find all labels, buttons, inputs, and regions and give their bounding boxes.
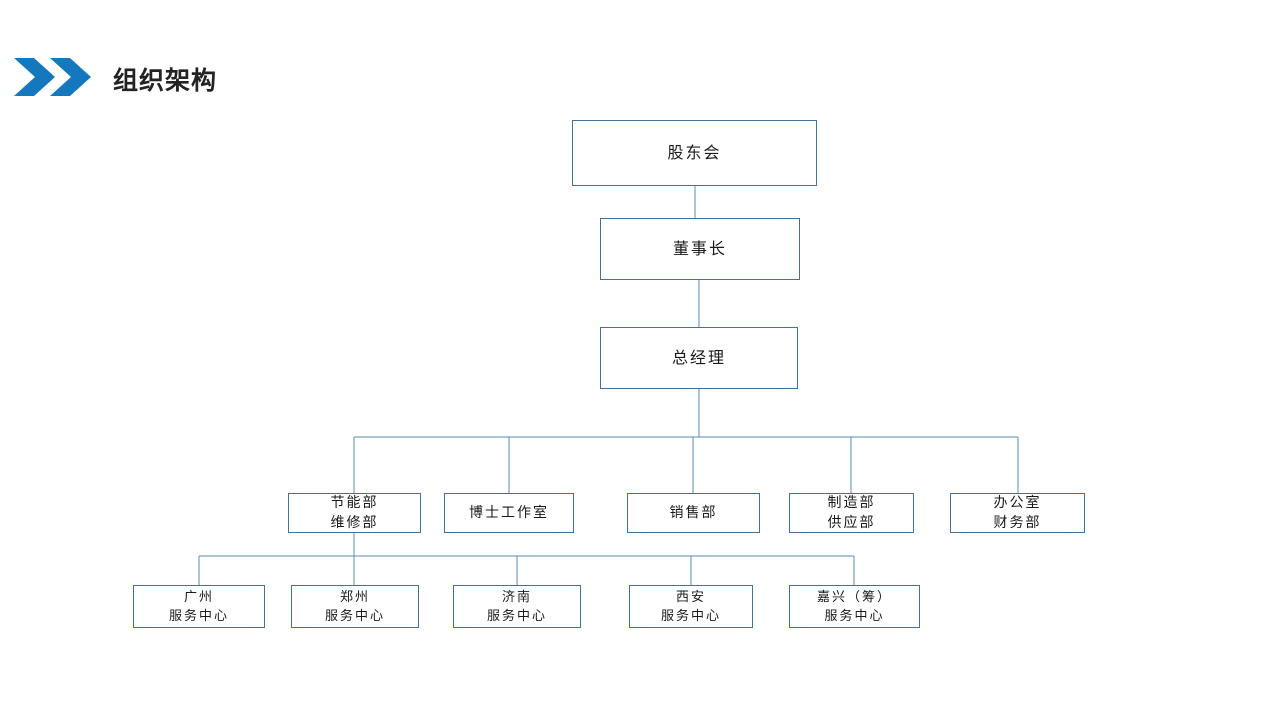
- org-node-line: 董事长: [672, 239, 727, 258]
- org-node-service-center[interactable]: 广州 服务中心: [133, 585, 265, 628]
- org-node-line: 股东会: [667, 143, 722, 162]
- org-node-line: 广州: [183, 589, 214, 605]
- org-node-department[interactable]: 博士工作室: [444, 493, 574, 533]
- page-title: 组织架构: [113, 66, 218, 95]
- org-node-line: 制造部: [827, 495, 876, 511]
- org-node-shareholders[interactable]: 股东会: [572, 120, 817, 186]
- org-node-line: 维修部: [330, 515, 379, 531]
- org-node-service-center[interactable]: 西安 服务中心: [629, 585, 753, 628]
- org-node-line: 办公室: [993, 495, 1042, 511]
- org-node-line: 总经理: [671, 348, 726, 367]
- org-node-line: 服务中心: [486, 608, 547, 624]
- org-node-line: 销售部: [669, 505, 718, 521]
- org-node-line: 服务中心: [824, 608, 885, 624]
- org-node-line: 服务中心: [324, 608, 385, 624]
- org-node-line: 服务中心: [168, 608, 229, 624]
- org-node-line: 郑州: [339, 589, 370, 605]
- org-node-line: 节能部: [330, 495, 379, 511]
- org-node-department[interactable]: 办公室 财务部: [950, 493, 1085, 533]
- org-node-line: 博士工作室: [469, 505, 549, 521]
- org-node-chairman[interactable]: 董事长: [600, 218, 800, 280]
- org-node-line: 嘉兴（筹）: [816, 589, 892, 605]
- org-node-line: 财务部: [993, 515, 1042, 531]
- slide-header: 组织架构: [0, 0, 1280, 130]
- org-node-department[interactable]: 销售部: [627, 493, 760, 533]
- org-node-service-center[interactable]: 郑州 服务中心: [291, 585, 419, 628]
- org-node-general-manager[interactable]: 总经理: [600, 327, 798, 389]
- org-node-line: 济南: [501, 589, 532, 605]
- org-node-line: 西安: [675, 589, 706, 605]
- double-chevron-right-icon: [14, 58, 91, 96]
- org-node-department[interactable]: 制造部 供应部: [789, 493, 914, 533]
- org-node-department[interactable]: 节能部 维修部: [288, 493, 421, 533]
- org-node-line: 服务中心: [660, 608, 721, 624]
- org-node-service-center[interactable]: 济南 服务中心: [453, 585, 581, 628]
- org-node-service-center[interactable]: 嘉兴（筹） 服务中心: [789, 585, 920, 628]
- org-node-line: 供应部: [827, 515, 876, 531]
